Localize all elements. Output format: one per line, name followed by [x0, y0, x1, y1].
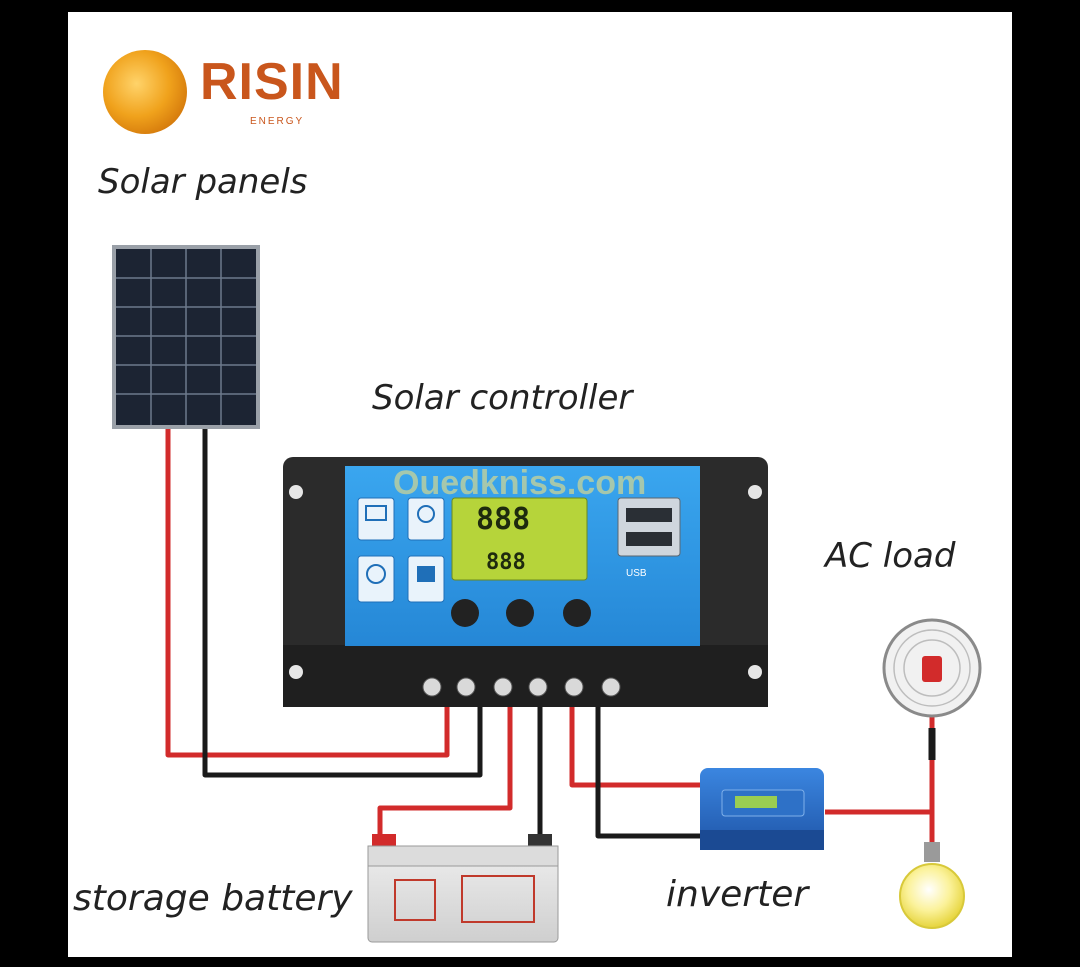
brand-tagline: ENERGY — [250, 116, 305, 127]
label-storage-battery: storage battery — [73, 878, 353, 919]
label-solar-panels: Solar panels — [98, 162, 308, 202]
storage-battery-icon — [367, 834, 559, 943]
panel-wires — [165, 429, 483, 778]
usb-label: USB — [626, 568, 647, 579]
label-ac-load: AC load — [825, 536, 956, 576]
wiring-diagram — [103, 50, 982, 943]
lcd-bottom-readout: 888 — [486, 550, 526, 575]
battery-wires — [377, 690, 543, 840]
solar-controller — [283, 457, 768, 707]
label-inverter: inverter — [666, 874, 809, 915]
logo-sun-icon — [103, 50, 187, 134]
inverter-icon — [700, 768, 824, 850]
lcd-top-readout: 888 — [476, 502, 531, 537]
diagram-canvas: RISIN ENERGY Solar panels Solar controll… — [68, 12, 1012, 957]
solar-panel-icon — [112, 245, 260, 429]
inverter-wires — [569, 690, 700, 839]
label-solar-controller: Solar controller — [372, 378, 633, 418]
fan-icon — [882, 618, 982, 718]
watermark-text: Ouedkniss.com — [393, 464, 647, 502]
light-bulb-icon — [899, 842, 965, 929]
brand-logo-text: RISIN — [200, 53, 344, 111]
